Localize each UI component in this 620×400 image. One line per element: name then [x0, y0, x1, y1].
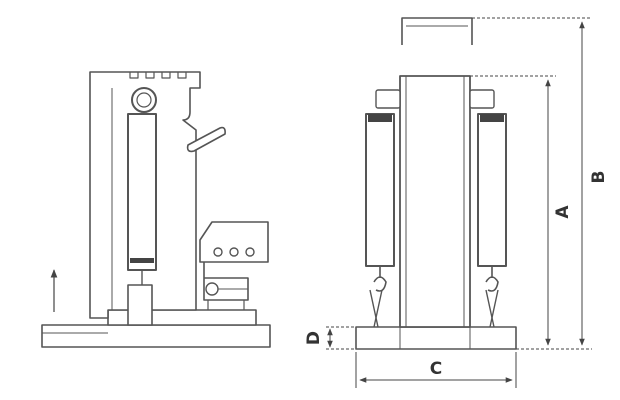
side-base-plate [41, 324, 271, 348]
front-left-cylinder [365, 113, 395, 328]
lifting-ring [131, 87, 157, 113]
dimension-lines [326, 17, 592, 388]
extended-ram [401, 17, 473, 45]
front-column [399, 75, 471, 328]
front-view [355, 17, 517, 350]
front-base [355, 326, 517, 350]
side-toe-box [127, 284, 153, 326]
side-cylinder [127, 113, 157, 271]
dim-b-label: B [589, 171, 609, 184]
dim-d-label: D [304, 331, 324, 345]
dim-c-label: C [430, 359, 442, 379]
pump-housing [199, 221, 269, 310]
side-view [41, 71, 271, 348]
pump-handle [186, 126, 226, 153]
front-right-cylinder [477, 113, 507, 328]
dim-a-label: A [553, 205, 573, 219]
